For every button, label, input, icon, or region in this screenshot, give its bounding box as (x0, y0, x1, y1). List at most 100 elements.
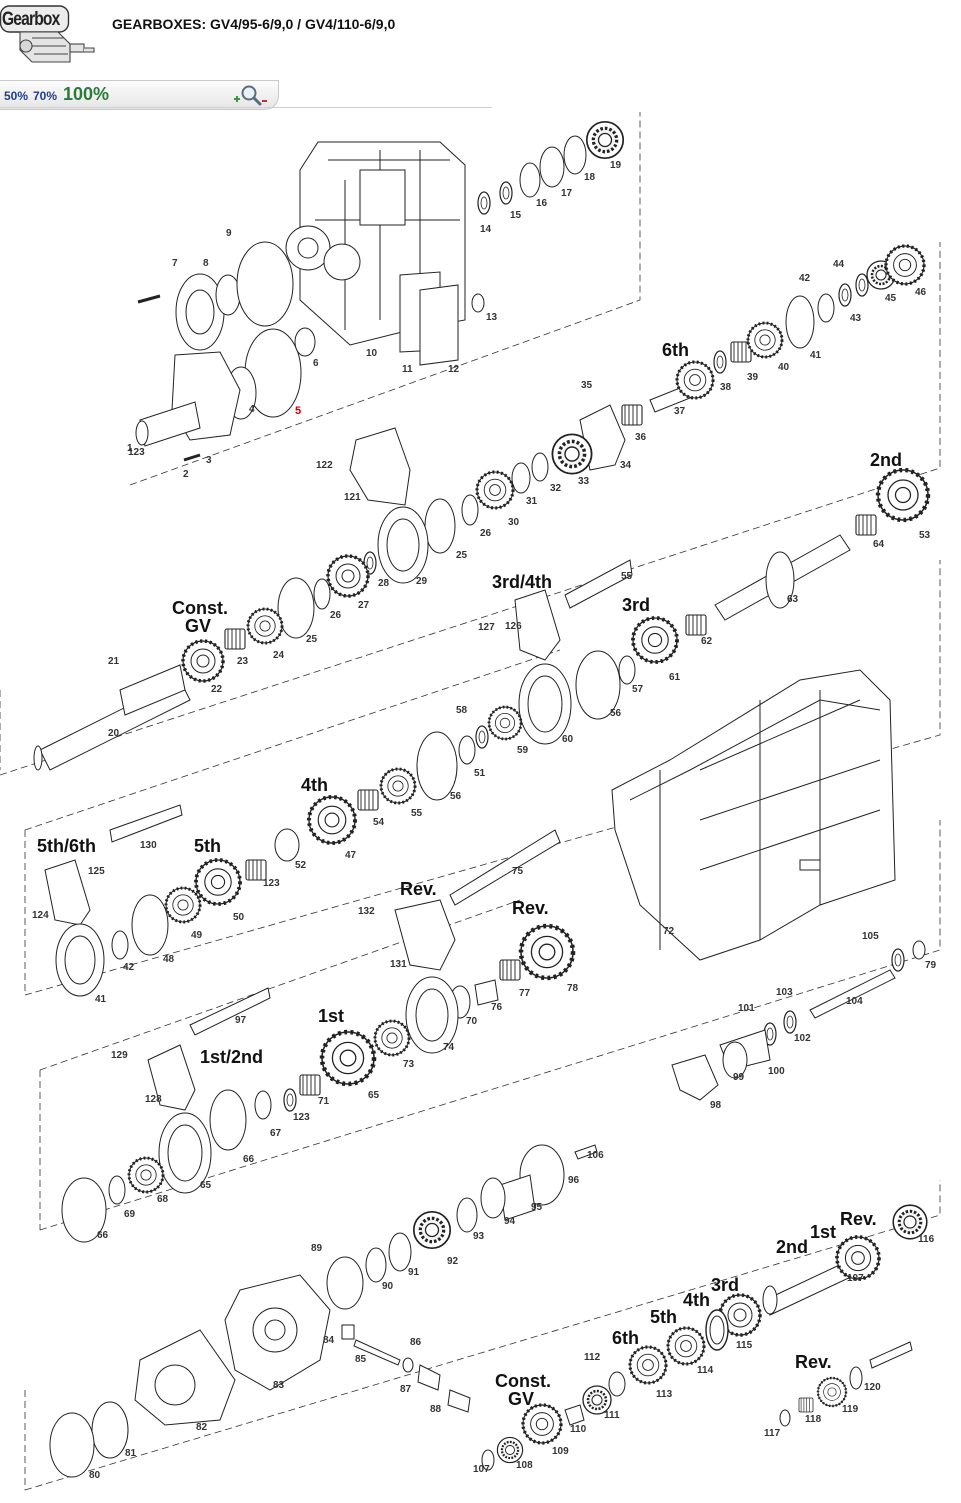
part-callout-113[interactable]: 113 (656, 1389, 673, 1400)
part-callout-22[interactable]: 22 (211, 684, 223, 695)
part-callout-31[interactable]: 31 (526, 496, 538, 507)
part-callout-68[interactable]: 68 (157, 1194, 169, 1205)
part-callout-52[interactable]: 52 (295, 860, 307, 871)
part-callout-1[interactable]: 1 (127, 443, 133, 454)
part-callout-14[interactable]: 14 (480, 224, 492, 235)
zoom-50-button[interactable]: 50% (4, 89, 29, 103)
part-callout-66[interactable]: 66 (243, 1154, 255, 1165)
part-callout-118[interactable]: 118 (805, 1414, 822, 1425)
part-callout-112[interactable]: 112 (584, 1352, 601, 1363)
part-callout-34[interactable]: 34 (620, 460, 632, 471)
part-callout-10[interactable]: 10 (366, 348, 378, 359)
part-callout-50[interactable]: 50 (233, 912, 245, 923)
part-callout-76[interactable]: 76 (491, 1002, 503, 1013)
part-callout-25[interactable]: 25 (456, 550, 468, 561)
part-callout-80[interactable]: 80 (89, 1470, 101, 1481)
part-callout-39[interactable]: 39 (747, 372, 759, 383)
part-callout-74[interactable]: 74 (443, 1042, 455, 1053)
part-callout-87[interactable]: 87 (400, 1384, 412, 1395)
part-callout-69[interactable]: 69 (124, 1209, 136, 1220)
part-callout-70[interactable]: 70 (466, 1016, 478, 1027)
part-callout-88[interactable]: 88 (430, 1404, 442, 1415)
part-callout-65[interactable]: 65 (200, 1180, 212, 1191)
part-callout-35[interactable]: 35 (581, 380, 593, 391)
part-callout-26[interactable]: 26 (330, 610, 342, 621)
part-callout-60[interactable]: 60 (562, 734, 574, 745)
part-callout-90[interactable]: 90 (382, 1281, 394, 1292)
part-callout-42[interactable]: 42 (123, 962, 135, 973)
part-callout-106[interactable]: 106 (587, 1150, 604, 1161)
part-callout-75[interactable]: 75 (512, 866, 524, 877)
part-callout-72[interactable]: 72 (663, 926, 675, 937)
part-callout-58[interactable]: 58 (456, 705, 468, 716)
zoom-70-button[interactable]: 70% (33, 89, 58, 103)
part-callout-66[interactable]: 66 (97, 1230, 109, 1241)
part-callout-12[interactable]: 12 (448, 364, 460, 375)
part-callout-119[interactable]: 119 (842, 1404, 859, 1415)
part-callout-3[interactable]: 3 (206, 455, 212, 466)
part-callout-44[interactable]: 44 (833, 259, 845, 270)
part-callout-49[interactable]: 49 (191, 930, 203, 941)
part-callout-17[interactable]: 17 (561, 188, 573, 199)
part-callout-132[interactable]: 132 (358, 906, 375, 917)
part-callout-48[interactable]: 48 (163, 954, 175, 965)
part-callout-130[interactable]: 130 (140, 840, 157, 851)
part-callout-47[interactable]: 47 (345, 850, 357, 861)
part-callout-122[interactable]: 122 (316, 460, 333, 471)
part-callout-109[interactable]: 109 (552, 1446, 569, 1457)
part-callout-46[interactable]: 46 (915, 287, 927, 298)
part-callout-104[interactable]: 104 (846, 996, 863, 1007)
part-callout-67[interactable]: 67 (270, 1128, 282, 1139)
part-callout-25[interactable]: 25 (306, 634, 318, 645)
part-callout-27[interactable]: 27 (358, 600, 370, 611)
part-callout-6[interactable]: 6 (313, 358, 319, 369)
part-callout-23[interactable]: 23 (237, 656, 249, 667)
part-callout-107[interactable]: 107 (473, 1464, 490, 1475)
part-callout-15[interactable]: 15 (510, 210, 522, 221)
part-callout-131[interactable]: 131 (390, 959, 407, 970)
part-callout-9[interactable]: 9 (226, 228, 232, 239)
part-callout-41[interactable]: 41 (95, 994, 107, 1005)
part-callout-83[interactable]: 83 (273, 1380, 285, 1391)
part-callout-120[interactable]: 120 (864, 1382, 881, 1393)
part-callout-55[interactable]: 55 (411, 808, 423, 819)
part-callout-82[interactable]: 82 (196, 1422, 208, 1433)
part-callout-125[interactable]: 125 (88, 866, 105, 877)
gearbox-logo[interactable]: Gearbox (0, 4, 96, 68)
part-callout-128[interactable]: 128 (145, 1094, 162, 1105)
part-callout-41[interactable]: 41 (810, 350, 822, 361)
part-callout-89[interactable]: 89 (311, 1243, 323, 1254)
part-callout-93[interactable]: 93 (473, 1231, 485, 1242)
part-callout-26[interactable]: 26 (480, 528, 492, 539)
part-callout-110[interactable]: 110 (570, 1424, 587, 1435)
part-callout-81[interactable]: 81 (125, 1448, 137, 1459)
part-callout-56[interactable]: 56 (610, 708, 622, 719)
part-callout-86[interactable]: 86 (410, 1337, 422, 1348)
part-callout-20[interactable]: 20 (108, 728, 120, 739)
part-callout-100[interactable]: 100 (768, 1066, 785, 1077)
part-callout-56[interactable]: 56 (450, 791, 462, 802)
part-callout-62[interactable]: 62 (701, 636, 713, 647)
part-callout-42[interactable]: 42 (799, 273, 811, 284)
part-callout-59[interactable]: 59 (517, 745, 529, 756)
part-callout-123[interactable]: 123 (263, 878, 280, 889)
part-callout-105[interactable]: 105 (862, 931, 879, 942)
part-callout-103[interactable]: 103 (776, 987, 793, 998)
part-callout-11[interactable]: 11 (402, 364, 413, 375)
part-callout-96[interactable]: 96 (568, 1175, 580, 1186)
part-callout-95[interactable]: 95 (531, 1202, 543, 1213)
part-callout-102[interactable]: 102 (794, 1033, 811, 1044)
part-callout-18[interactable]: 18 (584, 172, 596, 183)
part-callout-78[interactable]: 78 (567, 983, 579, 994)
part-callout-123[interactable]: 123 (128, 447, 145, 458)
part-callout-111[interactable]: 111 (604, 1410, 620, 1421)
part-callout-43[interactable]: 43 (850, 313, 862, 324)
part-callout-91[interactable]: 91 (408, 1267, 420, 1278)
part-callout-21[interactable]: 21 (108, 656, 120, 667)
part-callout-124[interactable]: 124 (32, 910, 49, 921)
part-callout-79[interactable]: 79 (925, 960, 937, 971)
part-callout-85[interactable]: 85 (355, 1354, 367, 1365)
part-callout-40[interactable]: 40 (778, 362, 790, 373)
part-callout-94[interactable]: 94 (504, 1216, 516, 1227)
part-callout-64[interactable]: 64 (873, 539, 885, 550)
